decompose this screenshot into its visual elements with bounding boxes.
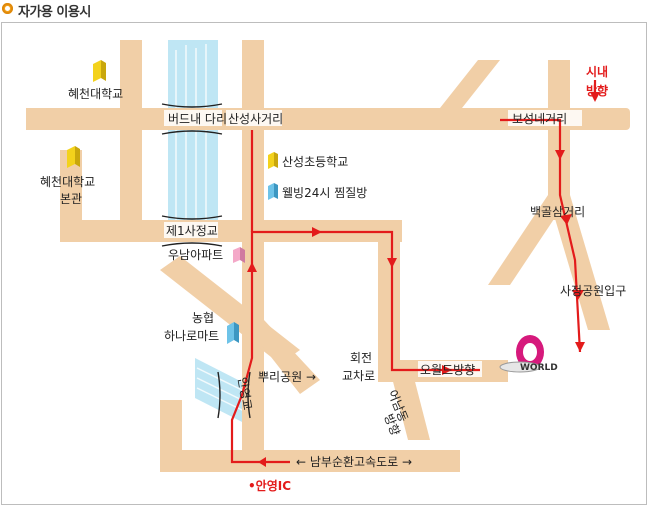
label-anyeong-bridge: 안영교 <box>235 376 255 411</box>
circle-bullet-icon <box>2 3 13 14</box>
label-ppuri-park: 뿌리공원 → <box>258 370 316 384</box>
label-anyeong-ic: •안영IC <box>248 478 291 493</box>
map-title: 자가용 이용시 <box>18 5 91 20</box>
label-rotary: 회전 <box>350 351 372 365</box>
building-icon <box>67 60 278 344</box>
label-sanseong-elementary: 산성초등학교 <box>282 155 348 169</box>
label-oworld-direction: 오월드방향 <box>420 363 475 377</box>
label-expressway: ← 남부순환고속도로 → <box>296 455 412 469</box>
label-sajeong-park: 사정공원입구 <box>560 284 626 298</box>
label-hyecheon-main-2: 본관 <box>60 192 82 206</box>
map-frame <box>1 22 647 505</box>
label-wellbing-sauna: 웰빙24시 찜질방 <box>282 186 367 200</box>
river <box>168 40 248 425</box>
map-header: 자가용 이용시 <box>0 0 650 20</box>
label-city-direction: 방향 <box>586 83 608 98</box>
label-budnae-bridge: 버드내 다리 <box>168 112 227 126</box>
label-rotary-2: 교차로 <box>342 369 375 383</box>
label-je1sajeong-bridge: 제1사정교 <box>166 224 218 238</box>
label-nonghyup: 농협 <box>192 311 214 325</box>
label-baekgol: 백골삼거리 <box>530 205 585 219</box>
label-hyecheon-univ: 혜천대학교 <box>68 86 123 101</box>
label-city-center: 시내 <box>586 64 608 79</box>
label-oworld-logo: WORLD <box>520 363 558 373</box>
label-hanaro-mart: 하나로마트 <box>164 329 219 343</box>
label-boxes <box>164 110 582 377</box>
label-hyecheon-main: 혜천대학교 <box>40 174 95 189</box>
label-sanseong-intersection: 산성사거리 <box>228 112 283 126</box>
oworld-logo-icon <box>499 335 544 373</box>
route-arrow-icon <box>247 92 600 467</box>
label-boseong-intersection: 보성네거리 <box>512 112 567 126</box>
label-wunam-apt: 우남아파트 <box>168 248 223 262</box>
bridge-markers <box>161 103 251 419</box>
roads <box>26 40 630 472</box>
